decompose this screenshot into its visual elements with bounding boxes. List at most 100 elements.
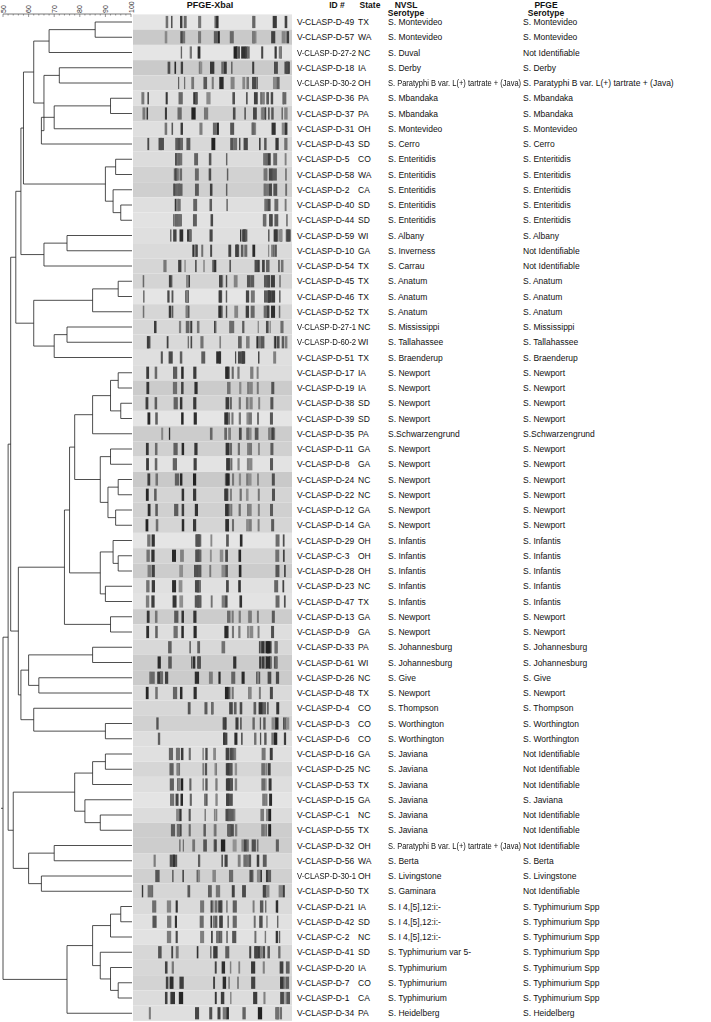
gel-band [283, 717, 284, 729]
gel-band [266, 794, 268, 806]
gel-band [271, 107, 273, 119]
gel-band [215, 321, 217, 333]
nvsl-serotype: S. Newport [388, 505, 430, 515]
gel-band [176, 809, 179, 821]
isolate-id: V-CLASP-D-41 [297, 947, 354, 957]
scale-tick [90, 14, 91, 16]
nvsl-serotype: S. Johannesburg [388, 658, 452, 668]
scale-tick [28, 14, 29, 17]
state-code: TX [358, 597, 369, 607]
dendrogram-branch [67, 327, 132, 328]
gel-band [224, 626, 228, 638]
gel-band [257, 855, 260, 867]
gel-band [230, 504, 232, 516]
gel-band [232, 931, 236, 943]
gel-band [170, 977, 174, 989]
gel-band [214, 748, 216, 760]
gel-band [235, 763, 237, 775]
dendrogram-branch [11, 631, 19, 632]
gel-band [242, 77, 245, 89]
gel-band [179, 977, 183, 989]
gel-band [228, 809, 231, 821]
scale-tick [33, 14, 34, 16]
gel-band [252, 123, 255, 135]
gel-band [276, 702, 279, 714]
gel-band [285, 16, 288, 28]
gel-lane [133, 670, 292, 685]
gel-band [239, 611, 241, 623]
gel-band [218, 672, 220, 684]
gel-band [261, 824, 265, 836]
state-code: GA [358, 749, 370, 759]
gel-band [257, 611, 259, 623]
gel-band [198, 855, 199, 867]
gel-band [165, 992, 168, 1004]
gel-lane [133, 289, 292, 304]
pfge-serotype: S. Newport [523, 490, 565, 500]
dendrogram-branch [100, 502, 108, 503]
pfge-serotype: S. Mbandaka [523, 109, 573, 119]
gel-band [198, 656, 201, 668]
gel-band [214, 916, 217, 928]
gel-band [242, 351, 244, 363]
dendrogram-branch [54, 334, 67, 335]
gel-band [227, 611, 231, 623]
pfge-serotype: S. Newport [523, 414, 565, 424]
nvsl-serotype: S. Mbandaka [388, 93, 438, 103]
gel-band [265, 199, 267, 211]
gel-band [172, 580, 176, 592]
gel-band [271, 245, 272, 257]
gel-band [238, 580, 241, 592]
state-code: GA [358, 795, 370, 805]
gel-band [286, 214, 288, 226]
dendrogram-branch [111, 616, 132, 617]
gel-band [233, 916, 237, 928]
gel-band [227, 168, 228, 180]
pfge-serotype: S. Paratyphi B var. L(+) tartrate + (Jav… [523, 78, 674, 88]
dendrogram-branch [29, 685, 39, 686]
gel-band [186, 275, 190, 287]
scale-tick [38, 14, 39, 16]
gel-band [283, 550, 285, 562]
nvsl-serotype: S. Carrau [388, 261, 424, 271]
pfge-serotype: Not Identifiable [523, 261, 580, 271]
state-code: NC [358, 932, 370, 942]
state-code: NC [358, 581, 370, 591]
isolate-id: V-CLASP-D-50 [297, 886, 354, 896]
gel-band [247, 46, 250, 58]
gel-band [227, 382, 231, 394]
gel-band [180, 687, 182, 699]
nvsl-serotype: S. Newport [388, 459, 430, 469]
gel-band [262, 946, 265, 958]
dendrogram-branch [34, 300, 93, 301]
gel-band [163, 260, 166, 272]
gel-band [232, 611, 234, 623]
dendrogram-branch [39, 693, 132, 694]
gel-band [220, 550, 224, 562]
isolate-id: V-CLASP-D-24 [297, 475, 354, 485]
nvsl-serotype: S. Tallahassee [388, 337, 443, 347]
gel-band [181, 123, 183, 135]
isolate-id: V-CLASP-C-2 [297, 932, 349, 942]
gel-band [270, 412, 273, 424]
dendrogram-branch [29, 883, 42, 884]
nvsl-serotype: S. Paratyphi B var. L(+) tartrate + (Jav… [388, 841, 521, 851]
scale-number: 80 [76, 5, 83, 13]
gel-band [178, 260, 181, 272]
nvsl-serotype: S. Newport [388, 444, 430, 454]
dendrogram-branch [8, 444, 11, 445]
dendrogram-branch [13, 792, 74, 793]
gel-band [209, 199, 212, 211]
gel-lane [133, 274, 292, 289]
gel-band [257, 367, 259, 379]
gel-band [219, 290, 222, 302]
gel-band [273, 428, 274, 440]
gel-band [181, 778, 184, 790]
gel-band [193, 656, 196, 668]
gel-band [275, 1007, 279, 1019]
gel-band [258, 321, 259, 333]
pfge-serotype: S. Enteritidis [523, 185, 571, 195]
gel-band [273, 153, 277, 165]
scale-tick [131, 14, 132, 17]
state-code: PA [358, 429, 369, 439]
